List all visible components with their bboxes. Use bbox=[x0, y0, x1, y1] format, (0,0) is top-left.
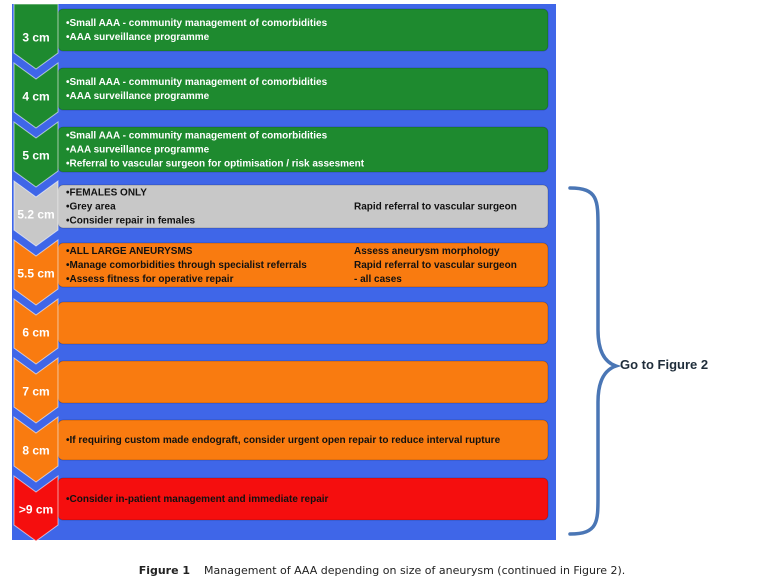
level-box-line: •FEMALES ONLY bbox=[66, 188, 147, 199]
size-arrow bbox=[13, 475, 59, 542]
size-label: 6 cm bbox=[22, 326, 49, 340]
size-label: >9 cm bbox=[19, 503, 53, 517]
figure-caption: Figure 1 Management of AAA depending on s… bbox=[0, 564, 764, 577]
size-arrow bbox=[13, 121, 59, 188]
level-box-line: •Small AAA - community management of com… bbox=[66, 131, 328, 142]
level-box-right-line: Rapid referral to vascular surgeon bbox=[354, 202, 517, 213]
figure-number: Figure 1 bbox=[138, 564, 191, 577]
level-row: •FEMALES ONLY •Grey area •Consider repair … bbox=[57, 184, 549, 229]
level-box-line: •Referral to vascular surgeon for optimi… bbox=[66, 159, 365, 170]
size-label: 5 cm bbox=[22, 149, 49, 163]
level-box-line: •If requiring custom made endograft, con… bbox=[66, 435, 501, 446]
size-label: 7 cm bbox=[22, 385, 49, 399]
level-box-line: •Assess fitness for operative repair bbox=[66, 274, 234, 285]
level-box-line: •AAA surveillance programme bbox=[66, 145, 210, 156]
level-row: •ALL LARGE ANEURYSMS •Manage comorbiditie… bbox=[57, 242, 549, 288]
level-row: •Small AAA - community management of com… bbox=[57, 8, 549, 52]
aaa-size-diagram: •Small AAA - community management of com… bbox=[12, 3, 622, 542]
size-arrow bbox=[13, 62, 59, 129]
level-box-line: •Manage comorbidities through specialist… bbox=[66, 260, 307, 271]
level-box bbox=[57, 360, 549, 404]
caption-text: Management of AAA depending on size of a… bbox=[204, 564, 626, 577]
size-label: 5.2 cm bbox=[17, 208, 54, 222]
go-to-figure-2-text: Go to Figure 2 bbox=[620, 357, 709, 372]
level-row: •Small AAA - community management of com… bbox=[57, 67, 549, 111]
size-arrow bbox=[13, 357, 59, 424]
size-arrow bbox=[13, 180, 59, 247]
size-arrow bbox=[13, 3, 59, 70]
level-box-line: •ALL LARGE ANEURYSMS bbox=[66, 246, 193, 257]
size-label: 5.5 cm bbox=[17, 267, 54, 281]
level-box-line: •Small AAA - community management of com… bbox=[66, 18, 328, 29]
size-label: 3 cm bbox=[22, 31, 49, 45]
level-row: •Small AAA - community management of com… bbox=[57, 126, 549, 173]
size-label: 4 cm bbox=[22, 90, 49, 104]
size-arrow bbox=[13, 239, 59, 306]
size-arrow bbox=[13, 298, 59, 365]
level-box bbox=[57, 301, 549, 345]
level-box-right-line: Rapid referral to vascular surgeon bbox=[354, 260, 517, 271]
level-row: •Consider in-patient management and imme… bbox=[57, 477, 549, 521]
level-box-line: •Consider repair in females bbox=[66, 216, 196, 227]
level-rows: •Small AAA - community management of com… bbox=[13, 3, 549, 542]
right-curly-bracket bbox=[568, 186, 622, 536]
level-box-right-line: Assess aneurysm morphology bbox=[354, 246, 500, 257]
level-box bbox=[57, 8, 549, 52]
level-row bbox=[57, 360, 549, 404]
level-row bbox=[57, 301, 549, 345]
level-box-line: •Small AAA - community management of com… bbox=[66, 77, 328, 88]
level-box-line: •Consider in-patient management and imme… bbox=[66, 494, 329, 505]
level-box-right-line: - all cases bbox=[354, 274, 402, 285]
level-row: •If requiring custom made endograft, con… bbox=[57, 419, 549, 461]
level-box-line: •AAA surveillance programme bbox=[66, 91, 210, 102]
level-box bbox=[57, 67, 549, 111]
level-box-line: •AAA surveillance programme bbox=[66, 32, 210, 43]
size-label: 8 cm bbox=[22, 444, 49, 458]
level-box-line: •Grey area bbox=[66, 202, 116, 213]
size-arrow bbox=[13, 416, 59, 483]
